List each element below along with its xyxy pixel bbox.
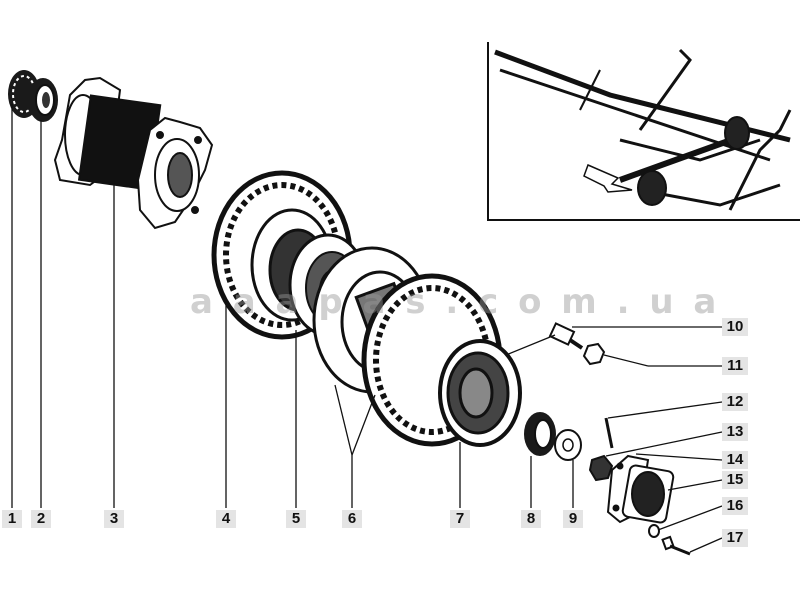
- part-label-5: 5: [286, 510, 306, 528]
- part-10-bolt: [548, 322, 584, 350]
- inset-wheel-front: [637, 170, 667, 206]
- leader-6a: [334, 384, 353, 456]
- leader-13: [605, 431, 723, 457]
- leader-11: [603, 354, 649, 367]
- chassis-inset: [487, 42, 800, 221]
- part-label-2: 2: [31, 510, 51, 528]
- part-9-washer: [554, 429, 582, 461]
- leader-14: [635, 453, 723, 461]
- part-label-3: 3: [104, 510, 124, 528]
- part-13-nut: [588, 454, 614, 482]
- inset-axle: [618, 132, 747, 183]
- part-label-13: 13: [722, 423, 748, 441]
- part-16-washer: [648, 524, 660, 538]
- part-label-14: 14: [722, 451, 748, 469]
- inset-wheel-rear: [724, 116, 750, 150]
- part-label-8: 8: [521, 510, 541, 528]
- watermark-text: a a a p a s . c o m . u a: [190, 282, 721, 322]
- part-label-7: 7: [450, 510, 470, 528]
- inset-frame: [487, 42, 800, 221]
- part-label-9: 9: [563, 510, 583, 528]
- part-14-15-bracket: [606, 454, 675, 524]
- leader-17: [689, 537, 723, 553]
- part-label-11: 11: [722, 357, 748, 375]
- part-label-1: 1: [2, 510, 22, 528]
- leader-10b: [505, 334, 556, 356]
- part-7-wheel: [361, 273, 522, 447]
- part-label-12: 12: [722, 393, 748, 411]
- part-2-bearing: [28, 78, 58, 122]
- leader-15: [667, 479, 723, 491]
- inset-drawbar: [639, 183, 781, 207]
- leader-lines: [11, 104, 723, 553]
- inset-strut-3: [579, 69, 601, 111]
- part-label-6: 6: [342, 510, 362, 528]
- leader-12: [607, 401, 723, 419]
- leader-16: [657, 505, 723, 531]
- part-label-10: 10: [722, 318, 748, 336]
- leader-6b: [351, 394, 376, 456]
- part-17-bolt: [661, 535, 691, 556]
- part-label-4: 4: [216, 510, 236, 528]
- part-11-nut: [582, 342, 606, 366]
- part-label-15: 15: [722, 471, 748, 489]
- inset-pointer-arrow: [583, 163, 633, 193]
- part-label-17: 17: [722, 529, 748, 547]
- part-label-16: 16: [722, 497, 748, 515]
- part-12-pin: [604, 417, 614, 449]
- part-3-hub: [53, 76, 214, 230]
- part-8-bearing: [524, 412, 556, 456]
- inset-strut-2: [728, 109, 792, 211]
- inset-strut: [638, 48, 692, 131]
